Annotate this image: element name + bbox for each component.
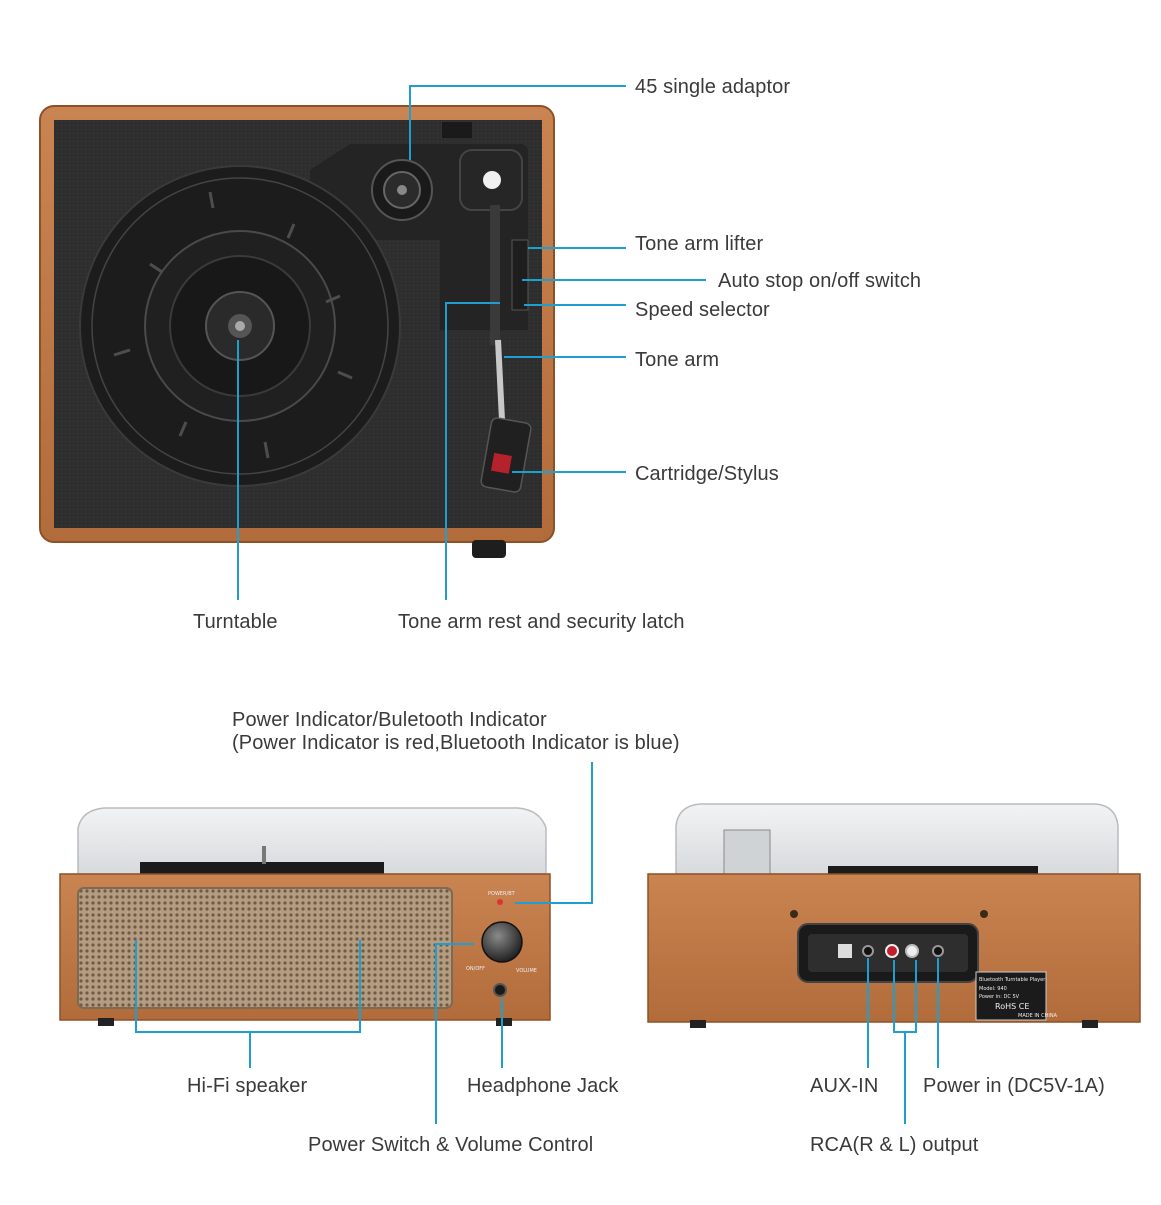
label-45-single-adaptor: 45 single adaptor [635,76,791,98]
label-speed-selector: Speed selector [635,299,770,321]
spec-sticker [975,971,1047,1021]
rca-right-port [885,944,899,958]
label-tone-arm: Tone arm [635,349,720,371]
tonearm-tube [495,339,505,421]
sticker-line2: Model: 940 [979,986,1007,992]
label-indicator-colors: (Power Indicator is red,Bluetooth Indica… [232,732,680,754]
back-view-turntable: Bluetooth Turntable Player Model: 940 Po… [647,803,1141,1124]
top-view-turntable [39,85,706,600]
dc-power-port [932,945,944,957]
power-indicator-led [497,899,503,905]
front-knob-top [472,540,506,558]
platter-ticks [113,191,353,459]
label-auto-stop-switch: Auto stop on/off switch [718,270,922,292]
back-leader-lines [867,958,939,1124]
panel-text-volume: VOLUME [516,968,537,974]
rca-left-port [905,944,919,958]
label-hifi-speaker: Hi-Fi speaker [187,1075,308,1097]
headphone-jack [493,983,507,997]
label-headphone-jack: Headphone Jack [467,1075,619,1097]
label-power-switch-volume: Power Switch & Volume Control [308,1134,594,1156]
back-hinge [723,829,771,875]
label-tone-arm-rest: Tone arm rest and security latch [398,611,685,633]
label-cartridge-stylus: Cartridge/Stylus [635,463,779,485]
label-rca-output: RCA(R & L) output [810,1134,979,1156]
label-power-in: Power in (DC5V-1A) [923,1075,1105,1097]
label-aux-in: AUX-IN [810,1075,879,1097]
tonearm-upper [490,205,500,345]
sticker-line3: Power in: DC 5V [979,994,1020,1000]
front-platter-edge [140,862,384,876]
back-dust-cover [675,803,1119,875]
front-view-turntable: POWER/BT ON/OFF VOLUME [59,762,593,1124]
optical-port [838,944,852,958]
label-power-bt-indicator: Power Indicator/Buletooth Indicator [232,709,547,731]
sticker-line5: MADE IN CHINA [1018,1013,1058,1019]
arm-controls [511,239,529,311]
panel-text-on-off: ON/OFF [466,966,485,972]
front-leader-lines [135,762,593,1124]
hifi-speaker-grille [77,887,453,1009]
label-turntable: Turntable [193,611,278,633]
sticker-line4: RoHS CE [995,1002,1029,1011]
sticker-line1: Bluetooth Turntable Player [979,977,1046,983]
hinge-tab [442,122,472,138]
panel-text-power-bt: POWER/BT [488,891,516,897]
aux-in-port [862,945,874,957]
label-tone-arm-lifter: Tone arm lifter [635,233,764,255]
volume-knob [481,921,523,963]
top-leader-lines [237,85,706,600]
stylus-red [491,452,512,474]
front-dust-cover [77,807,547,875]
